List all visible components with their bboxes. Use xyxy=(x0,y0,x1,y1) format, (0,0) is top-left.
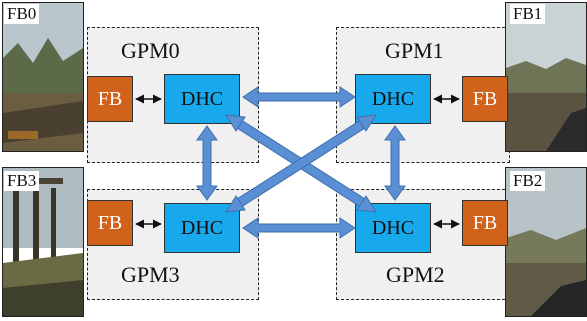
link-dhc0-dhc2-head-a xyxy=(225,114,246,132)
link-dhc0-dhc3 xyxy=(196,125,218,201)
fb-box-gpm0: FB xyxy=(87,76,133,122)
fb3-scene-image xyxy=(3,168,83,316)
gpm3-label: GPM3 xyxy=(121,262,180,287)
link-dhc1-dhc3-head-a xyxy=(356,114,377,132)
fb-box-gpm3: FB xyxy=(87,200,133,246)
fb2-scene-image xyxy=(506,168,586,316)
fb0-screenshot xyxy=(2,2,84,152)
fb0-label: FB0 xyxy=(4,4,40,24)
link-dhc1-dhc2 xyxy=(384,125,406,201)
dhc-diagonals xyxy=(225,114,377,213)
link-dhc0-dhc1 xyxy=(242,86,356,108)
fb2-label: FB2 xyxy=(510,171,546,191)
fb0-scene-image xyxy=(3,3,83,151)
fb1-label: FB1 xyxy=(510,4,546,24)
fb2-screenshot xyxy=(505,167,587,317)
dhc-box-gpm0: DHC xyxy=(164,74,240,124)
link-dhc0-dhc2-head-b xyxy=(356,195,377,213)
gpm1-label: GPM1 xyxy=(385,38,444,63)
gpm0-label: GPM0 xyxy=(121,38,180,63)
fb-box-gpm2: FB xyxy=(462,200,508,246)
link-dhc1-dhc3-head-b xyxy=(225,195,246,213)
fb3-screenshot xyxy=(2,167,84,317)
fb-box-gpm1: FB xyxy=(462,76,508,122)
gpm2-label: GPM2 xyxy=(386,262,445,287)
fb3-label: FB3 xyxy=(4,171,40,191)
dhc-interconnect xyxy=(196,86,406,239)
link-dhc3-dhc2 xyxy=(242,217,356,239)
